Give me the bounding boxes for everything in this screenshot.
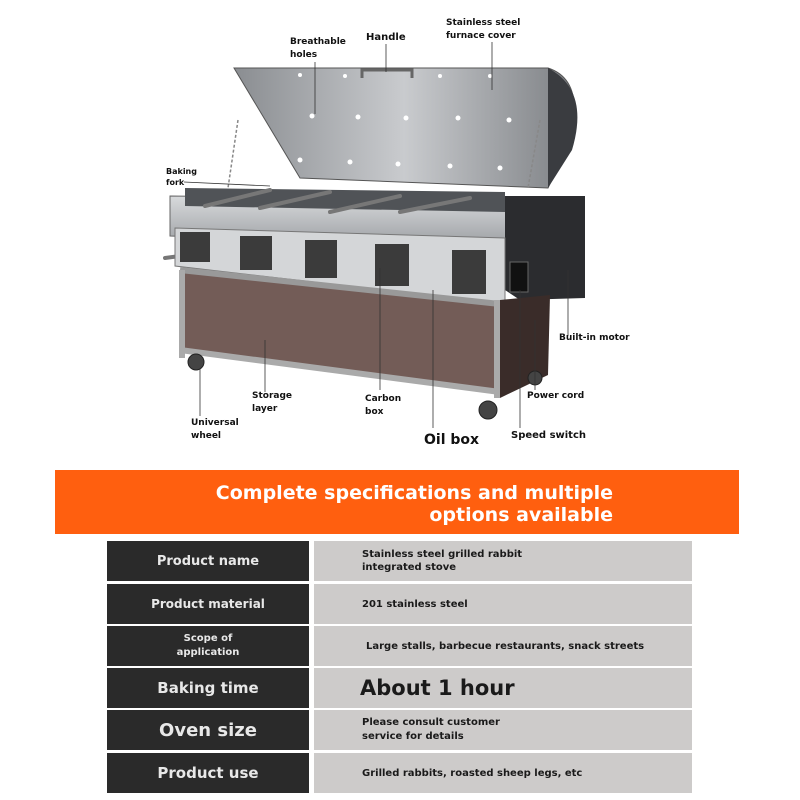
table-row: Product use Grilled rabbits, roasted she… [107, 753, 692, 793]
label-power-cord: Power cord [527, 391, 585, 401]
spec-label: Product name [107, 541, 309, 581]
spec-value: Large stalls, barbecue restaurants, snac… [314, 626, 692, 666]
label-universal-wheel: Universal wheel [191, 418, 239, 441]
label-speed-switch: Speed switch [511, 430, 587, 441]
spec-value: Grilled rabbits, roasted sheep legs, etc [314, 753, 692, 793]
label-baking-fork: Baking fork [166, 167, 197, 187]
spec-label: Product material [107, 584, 309, 624]
table-row: Scope of application Large stalls, barbe… [107, 626, 692, 666]
spec-banner: Complete specifications and multiple opt… [55, 470, 739, 534]
label-built-in-motor: Built-in motor [559, 333, 630, 343]
label-carbon-box: Carbon box [365, 394, 402, 417]
table-row: Oven size Please consult customer servic… [107, 710, 692, 750]
spec-value: 201 stainless steel [314, 584, 692, 624]
label-storage-layer: Storage layer [252, 391, 293, 414]
label-furnace-cover: Stainless steel furnace cover [446, 18, 521, 41]
spec-label: Product use [107, 753, 309, 793]
table-row: Product name Stainless steel grilled rab… [107, 541, 692, 581]
spec-value: About 1 hour [314, 668, 692, 708]
carbon-box [174, 227, 506, 305]
furnace-cover [233, 67, 578, 189]
spec-label: Baking time [107, 668, 309, 708]
banner-title: Complete specifications and multiple opt… [215, 482, 613, 526]
label-breathable-holes: Breathable holes [290, 37, 346, 60]
spec-value: Stainless steel grilled rabbit integrate… [314, 541, 692, 581]
spec-label: Oven size [107, 710, 309, 750]
label-oil-box: Oil box [424, 432, 480, 448]
label-handle: Handle [366, 32, 406, 43]
breathable-holes [297, 73, 512, 171]
product-diagram [163, 42, 585, 428]
spec-label: Scope of application [107, 626, 309, 666]
table-row: Product material 201 stainless steel [107, 584, 692, 624]
handle-icon [360, 68, 414, 78]
table-row: Baking time About 1 hour [107, 668, 692, 708]
spec-value: Please consult customer service for deta… [314, 710, 692, 750]
